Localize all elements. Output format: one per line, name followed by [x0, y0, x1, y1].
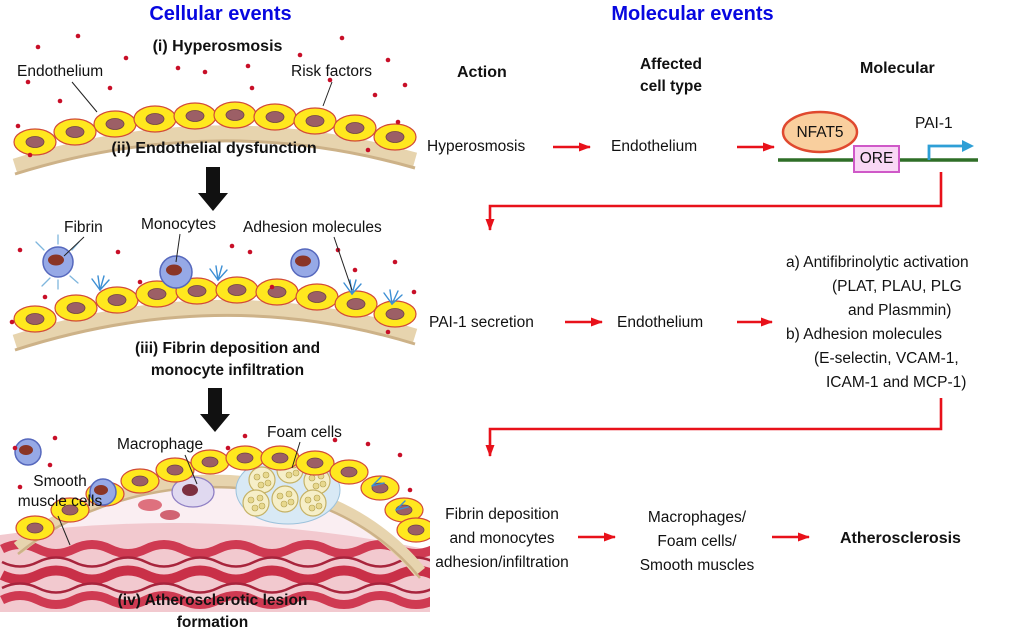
step-3-line2: monocyte infiltration — [150, 362, 305, 379]
smooth-muscle-label: Smooth muscle cells — [10, 472, 110, 512]
row2-result-a1: a) Antifibrinolytic activation — [786, 254, 969, 271]
row3-cell-block: Macrophages/ Foam cells/ Smooth muscles — [622, 506, 772, 578]
nfat5-oval — [781, 110, 859, 154]
row3-action-line1: Fibrin deposition — [445, 506, 559, 523]
fibrin-label: Fibrin — [64, 219, 103, 236]
atherosclerosis-result: Atherosclerosis — [840, 530, 961, 547]
row3-cell-line1: Macrophages/ — [647, 509, 747, 526]
row3-action-line2: and monocytes — [449, 530, 555, 547]
step-3-line1: (iii) Fibrin deposition and — [134, 340, 321, 357]
row1-action: Hyperosmosis — [427, 138, 526, 155]
row3-action-line3: adhesion/infiltration — [435, 554, 569, 571]
transcription-arrowhead-icon — [962, 140, 974, 152]
endothelium-label: Endothelium — [17, 63, 104, 80]
macrophage-label: Macrophage — [117, 436, 204, 453]
row3-action-block: Fibrin deposition and monocytes adhesion… — [408, 503, 596, 575]
pai1-label: PAI-1 — [915, 115, 953, 132]
cellular-events-title: Cellular events — [149, 3, 292, 25]
row2-result-a3: and Plasmmin) — [848, 302, 952, 319]
step-4-line2: formation — [176, 614, 249, 631]
risk-factor-dots — [15, 33, 408, 158]
step-3-heading: (iii) Fibrin deposition and monocyte inf… — [95, 338, 360, 382]
step-4-line1: (iv) Atherosclerotic lesion — [117, 592, 308, 609]
hyperosmosis-illustration — [12, 33, 418, 176]
risk-factor-dots — [12, 433, 413, 493]
molecular-header: Molecular — [860, 60, 935, 77]
foam-cells-art — [242, 456, 331, 517]
pai1-gene-diagram — [778, 110, 978, 173]
step-2-heading: (ii) Endothelial dysfunction — [111, 140, 317, 157]
monocytes-label: Monocytes — [141, 216, 216, 233]
cellular-events-art — [0, 33, 430, 612]
affected-header-line1: Affected — [639, 56, 702, 73]
ore-label: ORE — [859, 150, 894, 167]
transcription-arrow — [927, 144, 962, 160]
row2-result-b2: (E-selectin, VCAM-1, — [814, 350, 959, 367]
macrophage-art — [171, 476, 215, 508]
step-1-heading: (i) Hyperosmosis — [152, 38, 283, 55]
affected-header-line2: cell type — [639, 78, 703, 95]
affected-cell-type-header: Affected cell type — [612, 54, 730, 98]
red-arrows — [485, 142, 943, 542]
smooth-muscle-line2: muscle cells — [17, 493, 103, 510]
action-header: Action — [457, 64, 507, 81]
monocyte-infiltration-illustration — [9, 233, 418, 352]
atherosclerotic-lesion-illustration — [0, 433, 430, 612]
ore-box — [853, 145, 900, 173]
smooth-muscle-line1: Smooth — [33, 473, 87, 490]
molecular-events-connectors — [485, 110, 978, 542]
adhesion-molecules-label: Adhesion molecules — [243, 219, 382, 236]
row2-action: PAI-1 secretion — [429, 314, 534, 331]
monocyte-cells — [42, 246, 320, 289]
adhesion-molecule-tufts — [371, 476, 409, 511]
foam-cells-label: Foam cells — [267, 424, 342, 441]
row1-cell: Endothelium — [611, 138, 698, 155]
nfat5-label: NFAT5 — [796, 124, 844, 141]
row2-result-a2: (PLAT, PLAU, PLG — [832, 278, 962, 295]
monocyte-cells — [14, 438, 117, 506]
adhesion-molecule-tufts — [91, 265, 403, 305]
row3-cell-line3: Smooth muscles — [639, 557, 755, 574]
down-arrow-icon — [198, 167, 228, 211]
row2-result-b1: b) Adhesion molecules — [786, 326, 942, 343]
molecular-events-title: Molecular events — [611, 3, 774, 25]
row2-result-block: a) Antifibrinolytic activation (PLAT, PL… — [786, 251, 1020, 395]
down-arrow-icon — [200, 388, 230, 432]
step-4-heading: (iv) Atherosclerotic lesion formation — [80, 590, 345, 634]
smooth-muscle-layers — [0, 540, 430, 609]
row3-cell-line2: Foam cells/ — [657, 533, 737, 550]
risk-factors-label: Risk factors — [291, 63, 372, 80]
row2-result-b3: ICAM-1 and MCP-1) — [826, 374, 967, 391]
row2-cell: Endothelium — [617, 314, 704, 331]
